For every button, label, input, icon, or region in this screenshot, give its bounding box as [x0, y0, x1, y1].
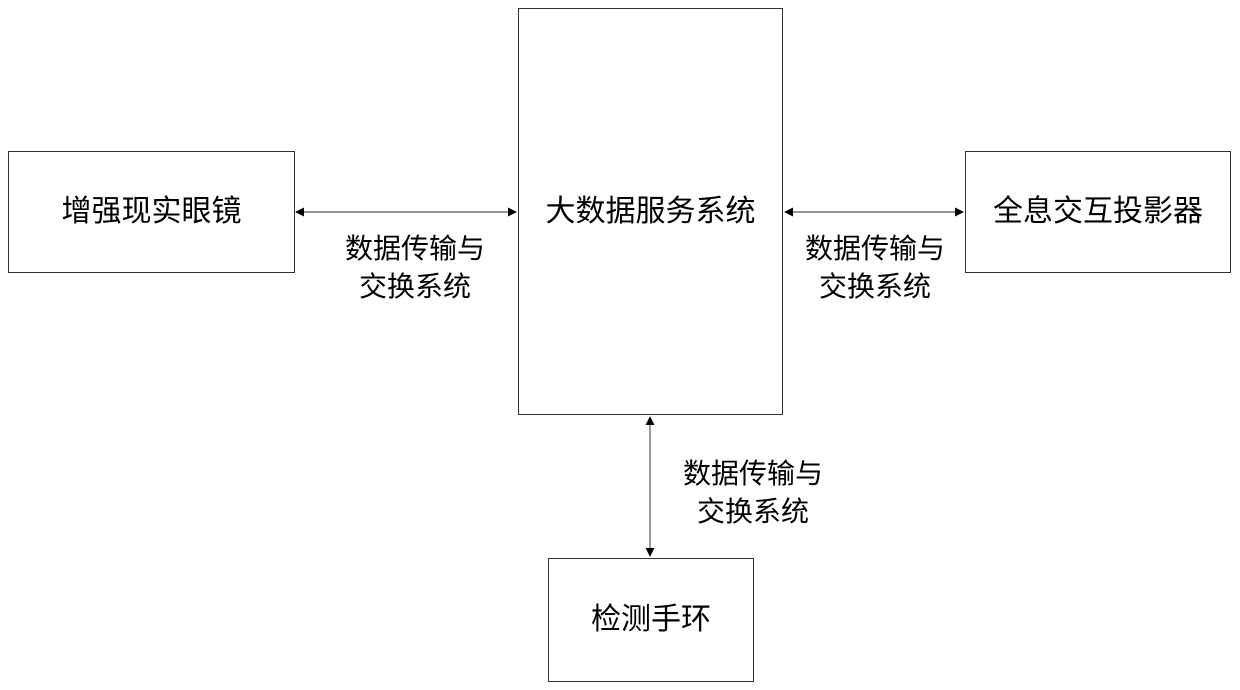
link-label-right: 数据传输与 交换系统 — [790, 230, 960, 306]
big-data-service-node: 大数据服务系统 — [518, 8, 783, 415]
big-data-service-label: 大数据服务系统 — [546, 197, 756, 227]
link-label-left-line2: 交换系统 — [330, 268, 500, 306]
link-label-left: 数据传输与 交换系统 — [330, 230, 500, 306]
ar-glasses-node: 增强现实眼镜 — [8, 151, 295, 273]
link-label-right-line1: 数据传输与 — [790, 230, 960, 268]
link-label-bottom-line2: 交换系统 — [668, 493, 838, 531]
link-label-bottom: 数据传输与 交换系统 — [668, 455, 838, 531]
link-label-right-line2: 交换系统 — [790, 268, 960, 306]
ar-glasses-label: 增强现实眼镜 — [62, 197, 242, 227]
link-label-left-line1: 数据传输与 — [330, 230, 500, 268]
detection-bracelet-node: 检测手环 — [548, 558, 754, 682]
holographic-projector-node: 全息交互投影器 — [965, 151, 1231, 273]
holographic-projector-label: 全息交互投影器 — [993, 197, 1203, 227]
detection-bracelet-label: 检测手环 — [591, 605, 711, 635]
link-label-bottom-line1: 数据传输与 — [668, 455, 838, 493]
